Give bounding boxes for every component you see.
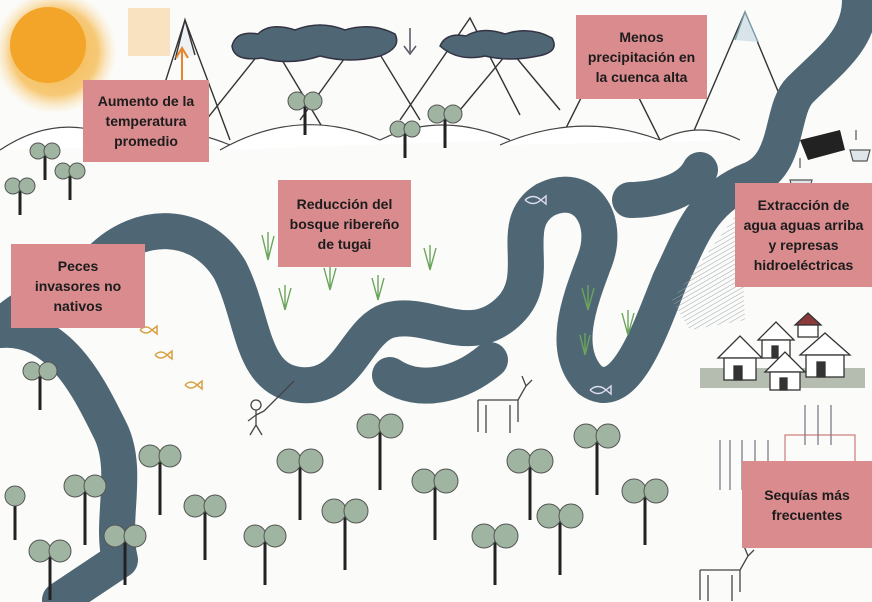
fish-icon (139, 324, 203, 391)
dam (800, 130, 845, 160)
precipitation-label: Menos precipitación en la cuenca alta (576, 15, 707, 99)
rain-arrow-icon (403, 28, 417, 56)
temperature-label: Aumento de la temperatura promedio (83, 80, 209, 162)
deer-icon (477, 375, 755, 601)
invasive-fish-label: Peces invasores no nativos (11, 244, 145, 328)
tree-group (4, 91, 669, 600)
dry-riverbed (672, 210, 745, 330)
village (700, 312, 865, 391)
person-icon (247, 380, 295, 436)
cloud-icon (231, 24, 555, 63)
reed-plants (261, 232, 635, 356)
droughts-label: Sequías más frecuentes (742, 461, 872, 548)
native-fish-icon (524, 194, 612, 396)
tugai-forest-label: Reducción del bosque ribereño de tugai (278, 180, 411, 267)
sun-icon (0, 0, 170, 114)
water-extraction-label: Extracción de agua aguas arriba y repres… (735, 183, 872, 287)
